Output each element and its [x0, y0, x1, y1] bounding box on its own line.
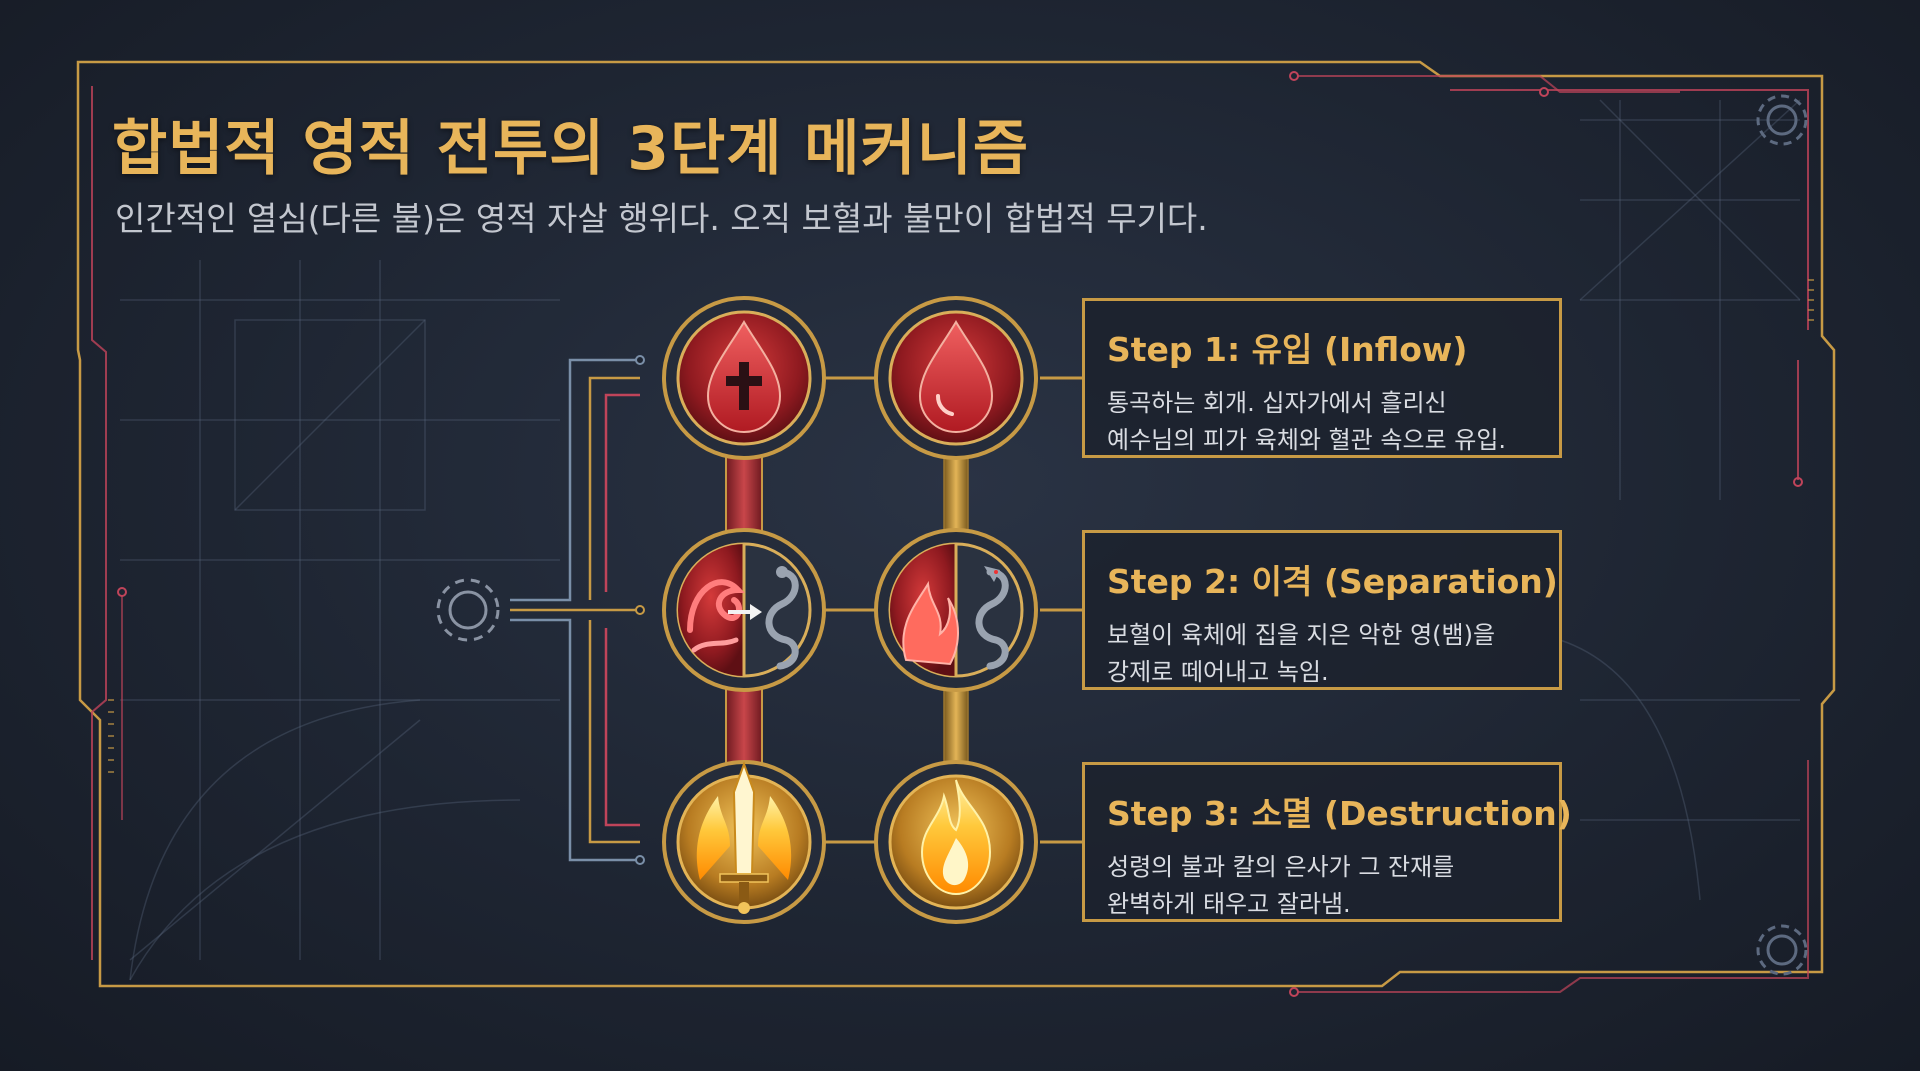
step-box-2: Step 2: 이격 (Separation) 보혈이 육체에 집을 지은 악한…	[1082, 530, 1562, 690]
blood-wave-serpent-icon	[687, 566, 799, 670]
step-desc-1-line-1: 통곡하는 회개. 십자가에서 흘리신	[1107, 389, 1447, 417]
step-title-2: Step 2: 이격 (Separation)	[1107, 562, 1558, 601]
gear-icon	[1756, 94, 1808, 146]
gear-icon	[1756, 924, 1808, 976]
flame-serpent-icon	[902, 566, 1009, 670]
step-title-3: Step 3: 소멸 (Destruction)	[1107, 794, 1572, 833]
step-box-1: Step 1: 유입 (Inflow) 통곡하는 회개. 십자가에서 흘리신 예…	[1082, 298, 1562, 458]
step-desc-3: 성령의 불과 칼의 은사가 그 잔재를 완벽하게 태우고 잘라냄.	[1107, 849, 1539, 923]
tick-marks	[108, 279, 1814, 773]
blood-drop-icon	[918, 320, 994, 433]
blood-drop-cross-icon	[706, 320, 782, 433]
step-desc-2: 보혈이 육체에 집을 지은 악한 영(뱀)을 강제로 떼어내고 녹임.	[1107, 617, 1539, 691]
step-title-1: Step 1: 유입 (Inflow)	[1107, 330, 1468, 369]
frame-outline	[76, 60, 1836, 988]
gear-icon	[436, 578, 500, 642]
step-desc-3-line-1: 성령의 불과 칼의 은사가 그 잔재를	[1107, 853, 1455, 881]
page-subtitle: 인간적인 열심(다른 불)은 영적 자살 행위다. 오직 보혈과 불만이 합법적…	[115, 199, 1208, 238]
blueprint-lines	[120, 99, 1801, 981]
fire-icon	[920, 779, 992, 896]
step-box-3: Step 3: 소멸 (Destruction) 성령의 불과 칼의 은사가 그…	[1082, 762, 1572, 923]
flaming-sword-icon	[696, 761, 792, 914]
page-title: 합법적 영적 전투의 3단계 메커니즘	[112, 114, 1030, 184]
frame-inner-accent	[91, 86, 107, 960]
step-desc-1-line-2: 예수님의 피가 육체와 혈관 속으로 유입.	[1107, 426, 1507, 454]
step-desc-1: 통곡하는 회개. 십자가에서 흘리신 예수님의 피가 육체와 혈관 속으로 유입…	[1107, 385, 1539, 459]
circuit-connectors	[510, 358, 640, 862]
step-desc-2-line-2: 강제로 떼어내고 녹임.	[1107, 658, 1329, 686]
step-desc-2-line-1: 보혈이 육체에 집을 지은 악한 영(뱀)을	[1107, 621, 1496, 649]
step-desc-3-line-2: 완벽하게 태우고 잘라냄.	[1107, 890, 1351, 918]
